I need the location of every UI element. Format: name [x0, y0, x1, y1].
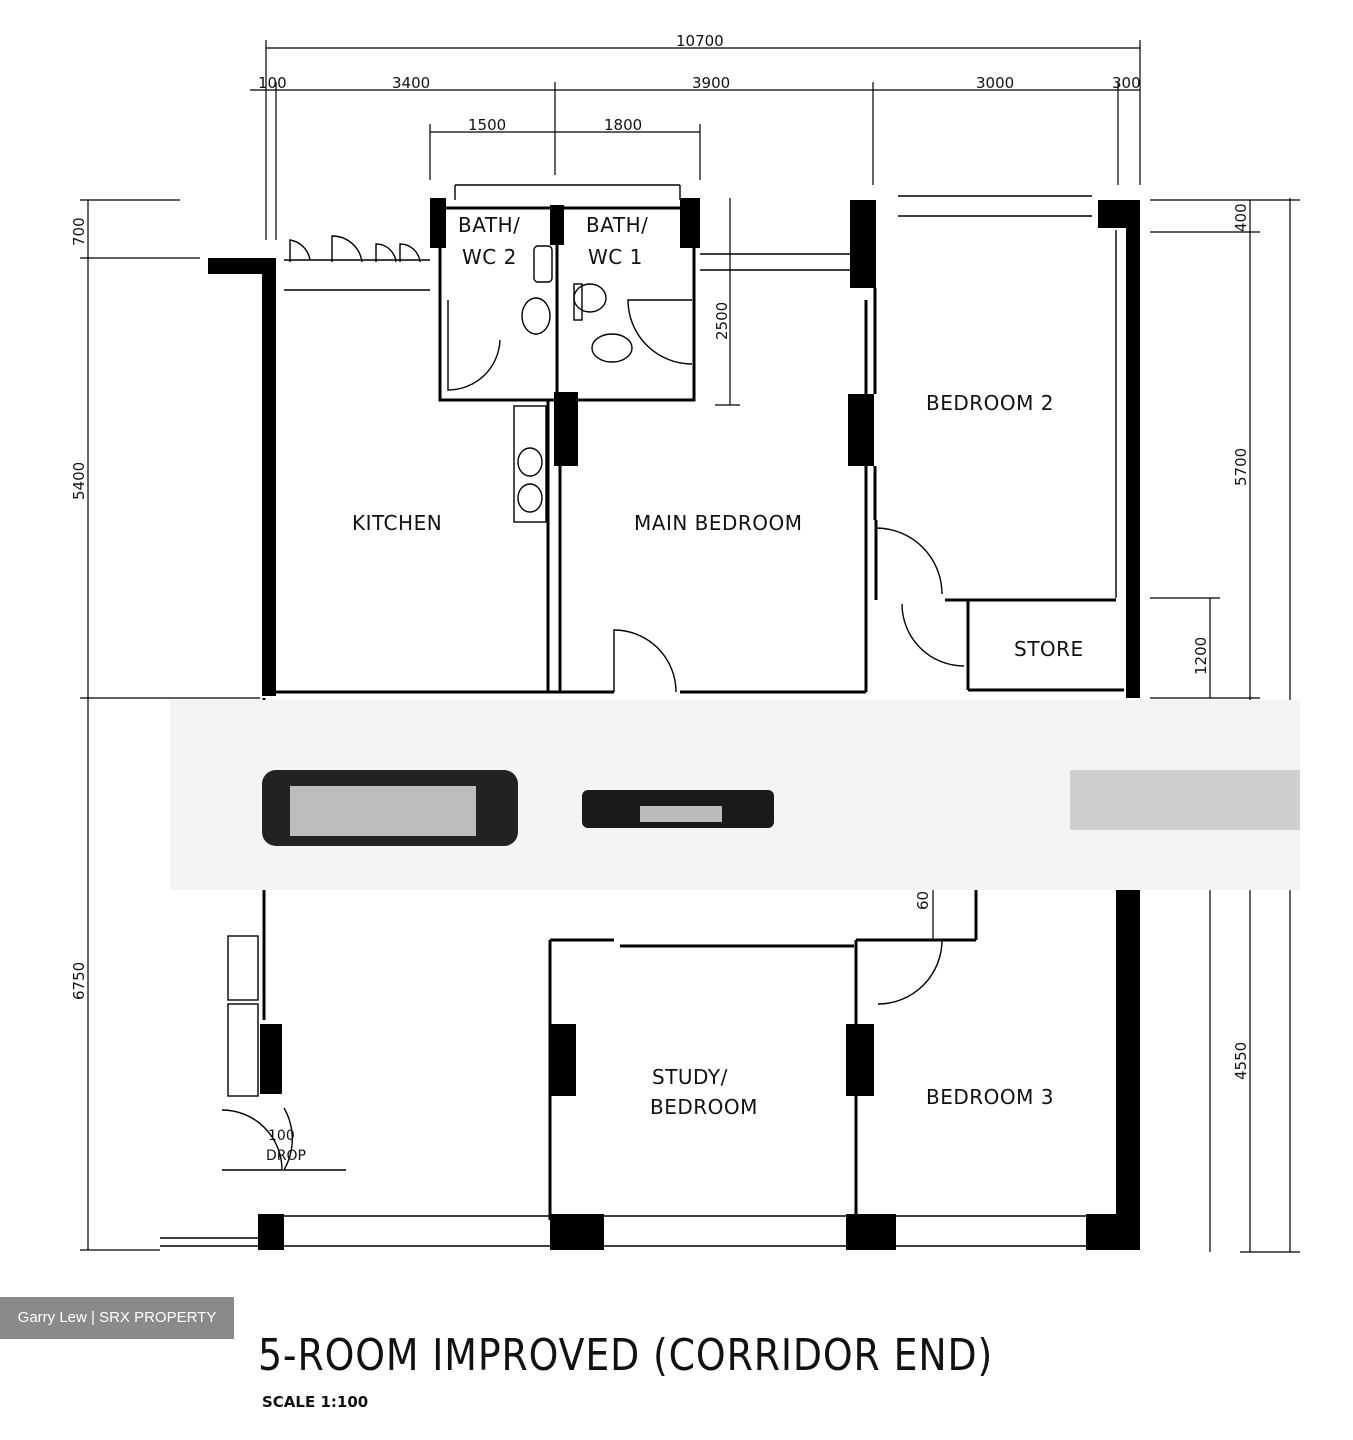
dim-top-0: 100: [258, 74, 287, 92]
label-bedroom-3: BEDROOM 3: [926, 1085, 1054, 1109]
dim-right-3: 4550: [1232, 1042, 1250, 1080]
plan-title: 5-ROOM IMPROVED (CORRIDOR END): [258, 1330, 994, 1381]
dim-right-1: 5700: [1232, 448, 1250, 486]
dim-top-4: 300: [1112, 74, 1141, 92]
dim-left-1: 5400: [70, 462, 88, 500]
label-bedroom-2: BEDROOM 2: [926, 391, 1054, 415]
dim-bath-depth: 2500: [713, 302, 731, 340]
room-labels: BATH/ WC 2 BATH/ WC 1 BEDROOM 2 KITCHEN …: [266, 213, 1084, 1164]
dim-right-2: 1200: [1192, 637, 1210, 675]
blurred-area: [170, 700, 1300, 890]
label-drop-line1: 100: [268, 1128, 295, 1144]
dim-top-1: 3400: [392, 74, 430, 92]
label-bath2-line1: BATH/: [458, 213, 520, 237]
dim-bath-1: 1800: [604, 116, 642, 134]
floor-plan: 10700 100 3400 3900 3000 300 1500 1800 2…: [70, 32, 1300, 1253]
fixtures: [513, 245, 633, 523]
scale-label: SCALE 1:100: [262, 1393, 369, 1411]
dim-left-2: 6750: [70, 962, 88, 1000]
watermark: Garry Lew | SRX PROPERTY: [0, 1297, 234, 1339]
dim-left-0: 700: [70, 217, 88, 246]
label-bath2-line2: WC 2: [462, 245, 517, 269]
dim-right-0: 400: [1232, 203, 1250, 232]
dim-top-3: 3000: [976, 74, 1014, 92]
label-store: STORE: [1014, 637, 1084, 661]
label-drop-line2: DROP: [266, 1148, 306, 1164]
dim-overall-width: 10700: [676, 32, 724, 50]
dim-bath-0: 1500: [468, 116, 506, 134]
label-bath1-line1: BATH/: [586, 213, 648, 237]
label-study-line2: BEDROOM: [650, 1095, 758, 1119]
dim-top-2: 3900: [692, 74, 730, 92]
label-bath1-line2: WC 1: [588, 245, 643, 269]
label-study-line1: STUDY/: [652, 1065, 728, 1089]
label-main-bedroom: MAIN BEDROOM: [634, 511, 803, 535]
label-kitchen: KITCHEN: [352, 511, 442, 535]
